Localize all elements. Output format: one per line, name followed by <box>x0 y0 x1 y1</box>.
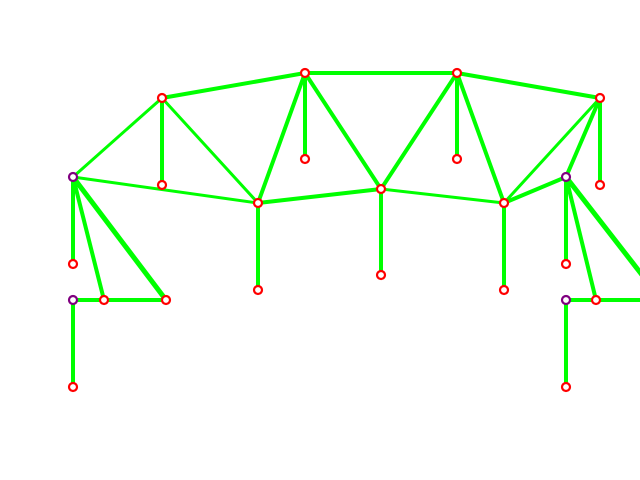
anchor-joint[interactable] <box>560 294 572 306</box>
joint[interactable] <box>560 381 572 393</box>
beam[interactable] <box>71 96 164 179</box>
joint[interactable] <box>498 197 510 209</box>
joint[interactable] <box>252 284 264 296</box>
beam[interactable] <box>256 71 307 205</box>
beam[interactable] <box>455 71 506 205</box>
joint[interactable] <box>67 381 79 393</box>
anchor-joint[interactable] <box>67 171 79 183</box>
beam[interactable] <box>71 175 106 302</box>
joint[interactable] <box>375 269 387 281</box>
joint[interactable] <box>160 294 172 306</box>
joint[interactable] <box>375 183 387 195</box>
beam[interactable] <box>71 175 260 205</box>
beam[interactable] <box>160 96 260 205</box>
beam[interactable] <box>502 96 602 205</box>
joint-layer <box>67 67 606 393</box>
beam[interactable] <box>379 71 459 191</box>
joint[interactable] <box>594 92 606 104</box>
joint[interactable] <box>498 284 510 296</box>
joint[interactable] <box>156 92 168 104</box>
beam[interactable] <box>455 71 602 100</box>
beam[interactable] <box>379 187 506 205</box>
joint[interactable] <box>299 153 311 165</box>
beam[interactable] <box>502 175 568 205</box>
joint[interactable] <box>98 294 110 306</box>
beam[interactable] <box>303 71 383 191</box>
joint[interactable] <box>156 179 168 191</box>
anchor-joint[interactable] <box>560 171 572 183</box>
joint[interactable] <box>252 197 264 209</box>
joint[interactable] <box>594 179 606 191</box>
joint[interactable] <box>590 294 602 306</box>
joint[interactable] <box>67 258 79 270</box>
beam[interactable] <box>564 175 598 302</box>
joint[interactable] <box>560 258 572 270</box>
joint[interactable] <box>451 67 463 79</box>
joint[interactable] <box>451 153 463 165</box>
beam[interactable] <box>70 174 169 303</box>
anchor-joint[interactable] <box>67 294 79 306</box>
beam[interactable] <box>256 187 383 205</box>
joint[interactable] <box>299 67 311 79</box>
beam-layer <box>70 71 640 389</box>
beam[interactable] <box>563 174 640 280</box>
beam[interactable] <box>564 96 602 179</box>
beam[interactable] <box>160 71 307 100</box>
